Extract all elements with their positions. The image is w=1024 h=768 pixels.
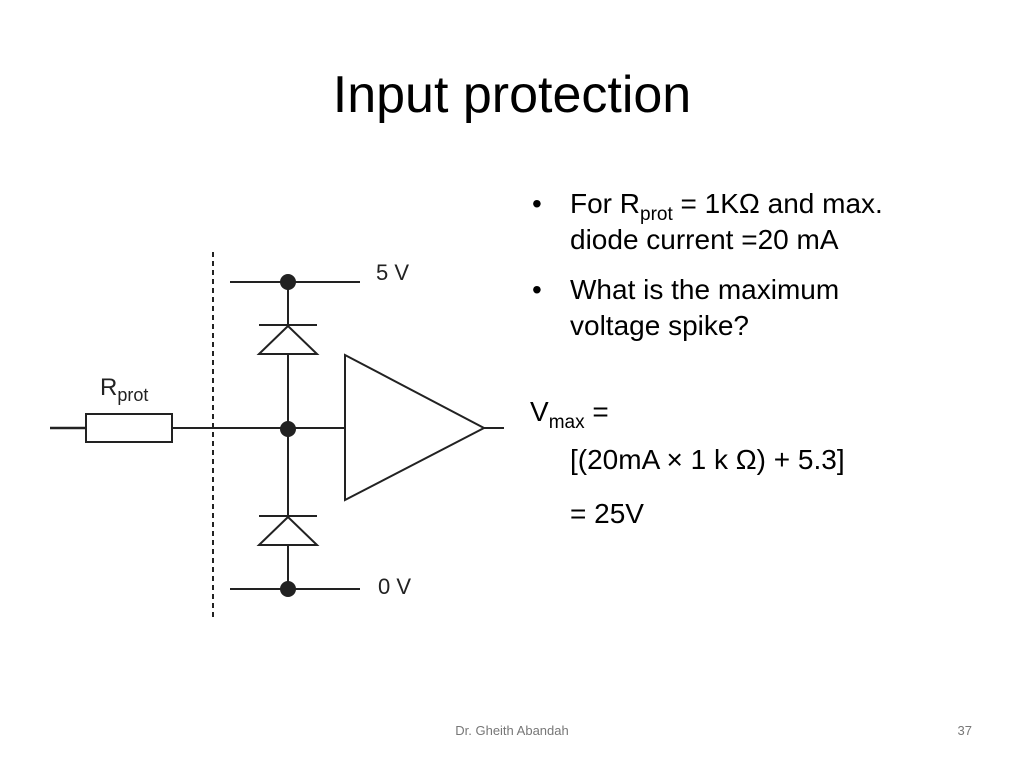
resistor-label: Rprot [100, 374, 148, 405]
bullet-dot-icon: • [532, 274, 542, 305]
top-rail-label: 5 V [376, 260, 409, 285]
bullet-line: diode current =20 mA [570, 224, 839, 255]
bullet-item: • For Rprot = 1KΩ and max. diode current… [530, 186, 1000, 258]
bottom-junction-dot [280, 581, 296, 597]
formula-block: Vmax = [(20mA × 1 k Ω) + 5.3] = 25V [530, 394, 1000, 532]
bottom-rail-label: 0 V [378, 574, 411, 599]
upper-diode-symbol [256, 324, 320, 355]
slide-title: Input protection [332, 66, 692, 124]
slide-body: • For Rprot = 1KΩ and max. diode current… [530, 186, 1000, 532]
formula-expression: [(20mA × 1 k Ω) + 5.3] [570, 444, 845, 475]
lower-diode-symbol [256, 515, 320, 546]
footer-author: Dr. Gheith Abandah [455, 723, 569, 738]
middle-junction-dot [280, 421, 296, 437]
bullet-dot-icon: • [532, 188, 542, 219]
page-number: 37 [957, 723, 972, 738]
bullet-line: For Rprot = 1KΩ and max. [570, 188, 883, 225]
formula-variable: Vmax = [530, 396, 609, 433]
bullet-line: voltage spike? [570, 310, 750, 341]
bullet-item: • What is the maximum voltage spike? [530, 272, 1000, 344]
resistor-symbol [85, 413, 173, 443]
buffer-amplifier-symbol [344, 353, 487, 502]
formula-result: = 25V [570, 498, 644, 529]
top-junction-dot [280, 274, 296, 290]
bullet-line: What is the maximum [570, 274, 840, 305]
